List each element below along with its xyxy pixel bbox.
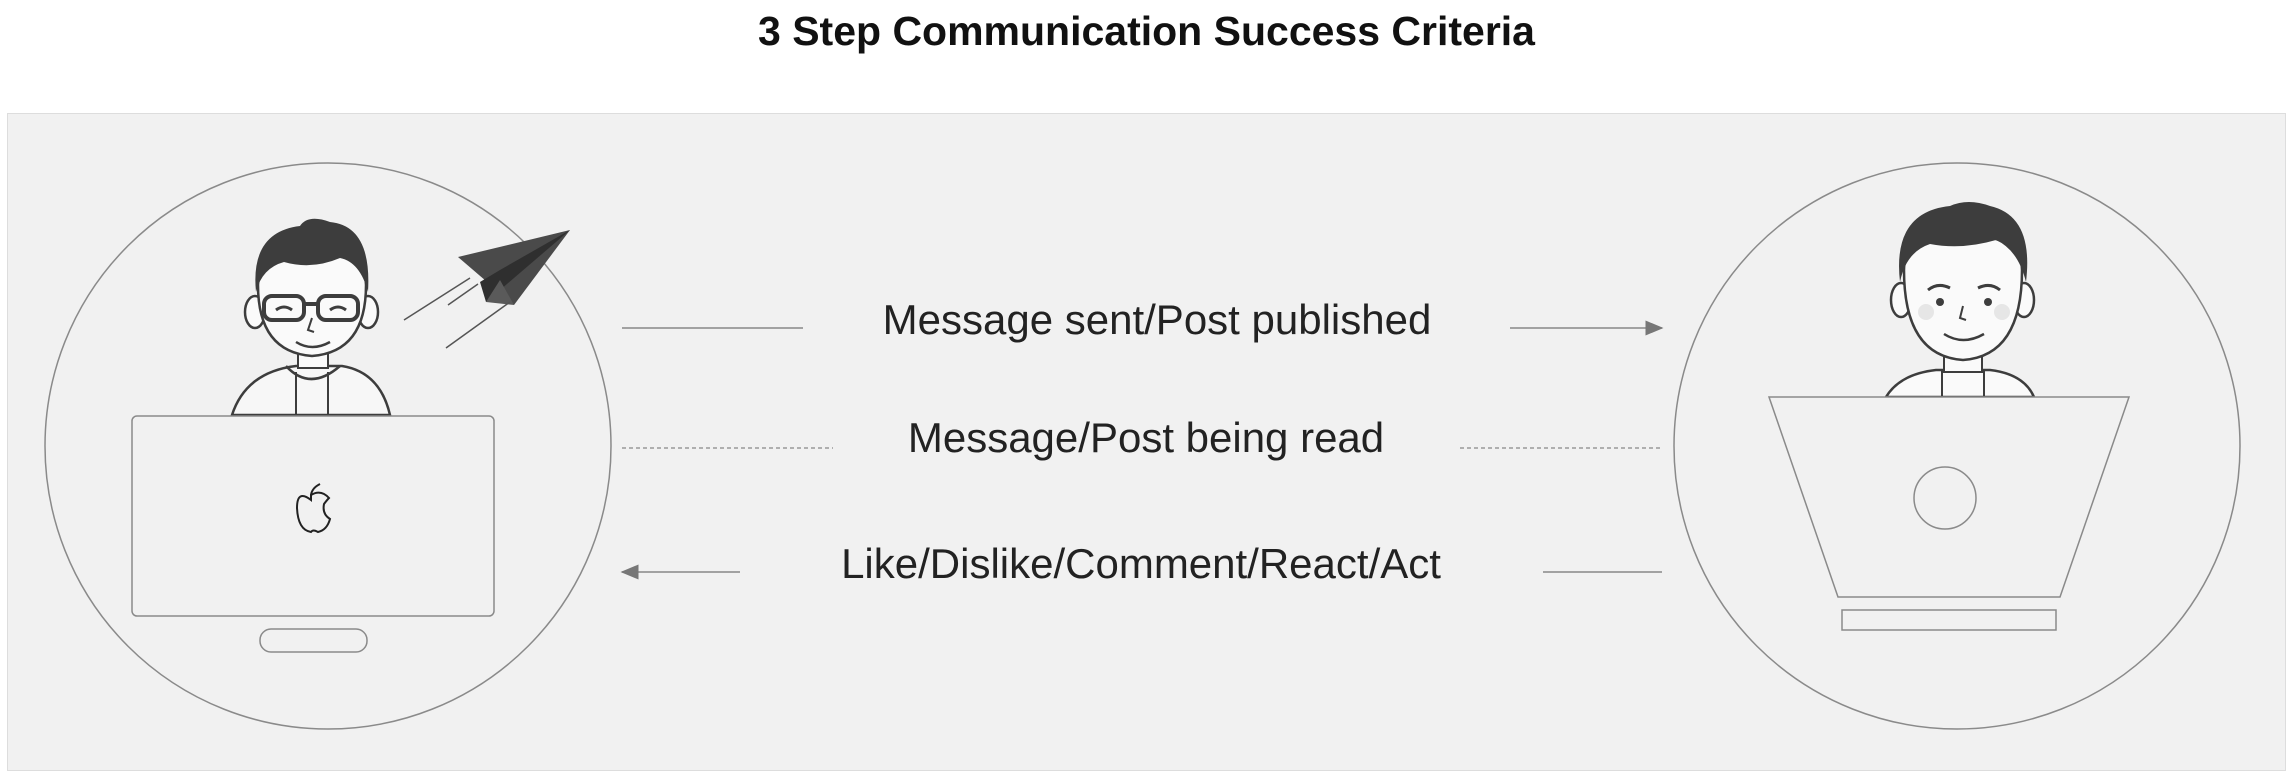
apple-logo-icon: [295, 483, 332, 534]
sender-laptop: [131, 415, 495, 653]
sender-circle: [44, 162, 612, 730]
laptop-logo-circle: [1913, 466, 1977, 530]
paper-plane-icon: [403, 230, 570, 349]
step-label-message-sent: Message sent/Post published: [882, 296, 1432, 343]
step-label-react: Like/Dislike/Comment/React/Act: [841, 540, 1441, 587]
step-label-being-read: Message/Post being read: [907, 414, 1385, 461]
receiver-laptop: [1767, 396, 2131, 631]
sender-person-icon: [230, 218, 392, 417]
diagram-title: 3 Step Communication Success Criteria: [758, 8, 1535, 54]
receiver-circle: [1673, 162, 2241, 730]
receiver-person-icon: [1883, 202, 2036, 399]
